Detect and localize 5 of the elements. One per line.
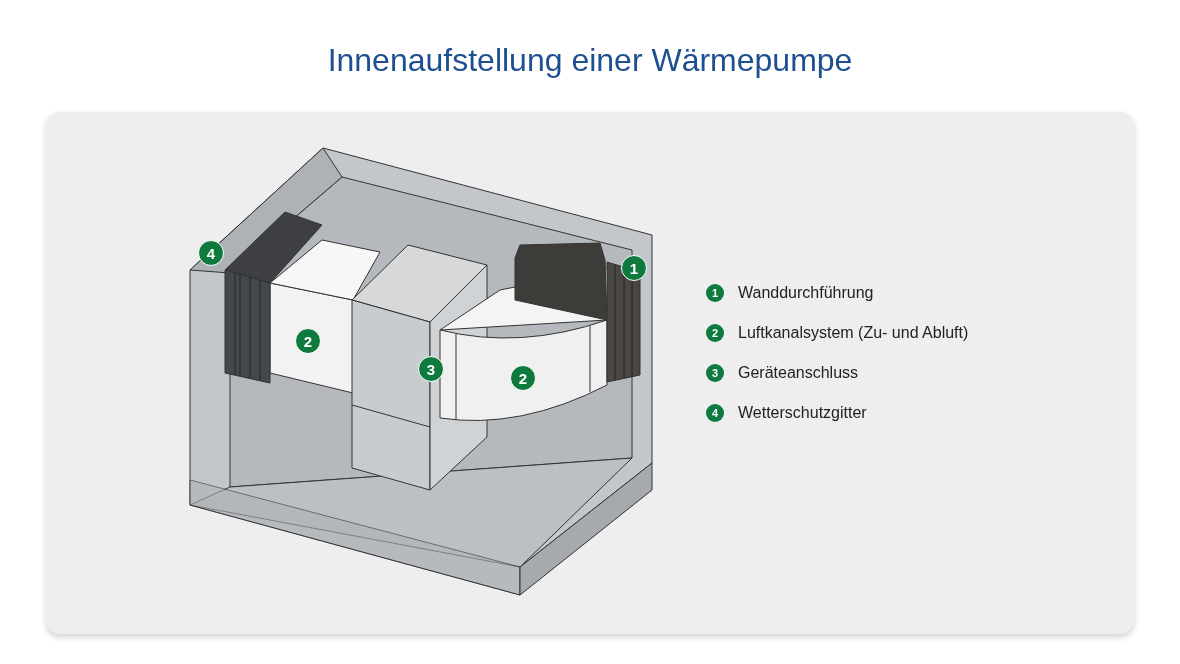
key-text: Wetterschutzgitter xyxy=(738,403,867,423)
title: Innenaufstellung einer Wärmepumpe xyxy=(326,42,854,79)
key-text: Wanddurchführung xyxy=(738,283,874,303)
key-text: Luftkanalsystem (Zu- und Abluft) xyxy=(738,323,969,343)
key-text: Geräteanschluss xyxy=(738,363,859,383)
